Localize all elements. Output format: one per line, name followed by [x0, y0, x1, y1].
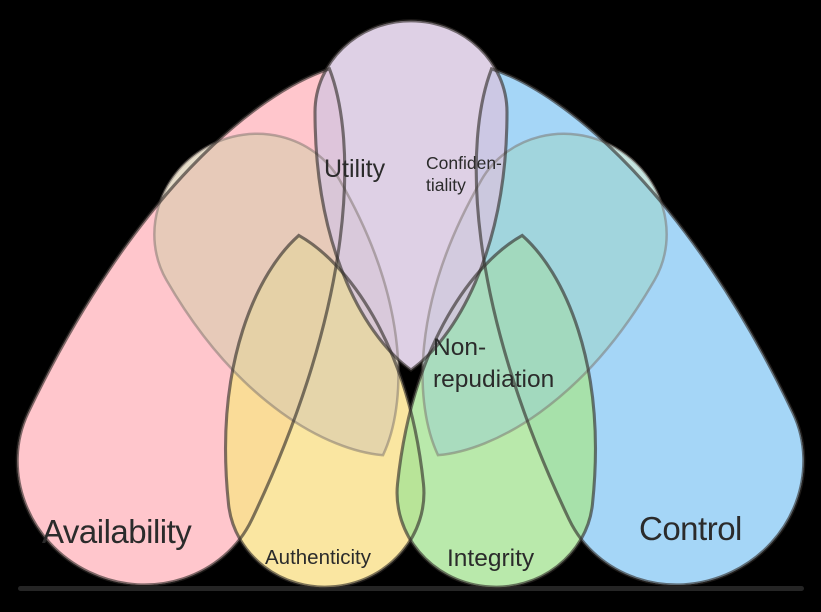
confidentiality-outline [313, 19, 509, 372]
control-outline [474, 66, 806, 587]
label-non-repudiation: Non- repudiation [433, 332, 554, 396]
venn-set-outlines [15, 19, 806, 589]
label-confidentiality: Confiden- tiality [426, 152, 502, 196]
venn-set-fills [17, 20, 804, 588]
availability-outline [15, 66, 347, 587]
label-non-repudiation-line1: Non- [433, 334, 487, 361]
label-integrity: Integrity [447, 545, 535, 572]
label-availability: Availability [42, 513, 192, 550]
non-repudiation-outline [421, 132, 668, 457]
label-control: Control [639, 510, 742, 547]
authenticity-outline [224, 233, 426, 589]
utility-outline [153, 132, 400, 457]
confidentiality-shape [315, 20, 507, 370]
label-confidentiality-line1: Confiden- [426, 153, 502, 173]
label-non-repudiation-line2: repudiation [433, 365, 555, 393]
label-utility: Utility [324, 155, 386, 183]
ground-baseline [18, 586, 804, 591]
label-confidentiality-line2: tiality [426, 175, 466, 196]
label-authenticity: Authenticity [265, 546, 371, 569]
integrity-outline [395, 233, 597, 589]
